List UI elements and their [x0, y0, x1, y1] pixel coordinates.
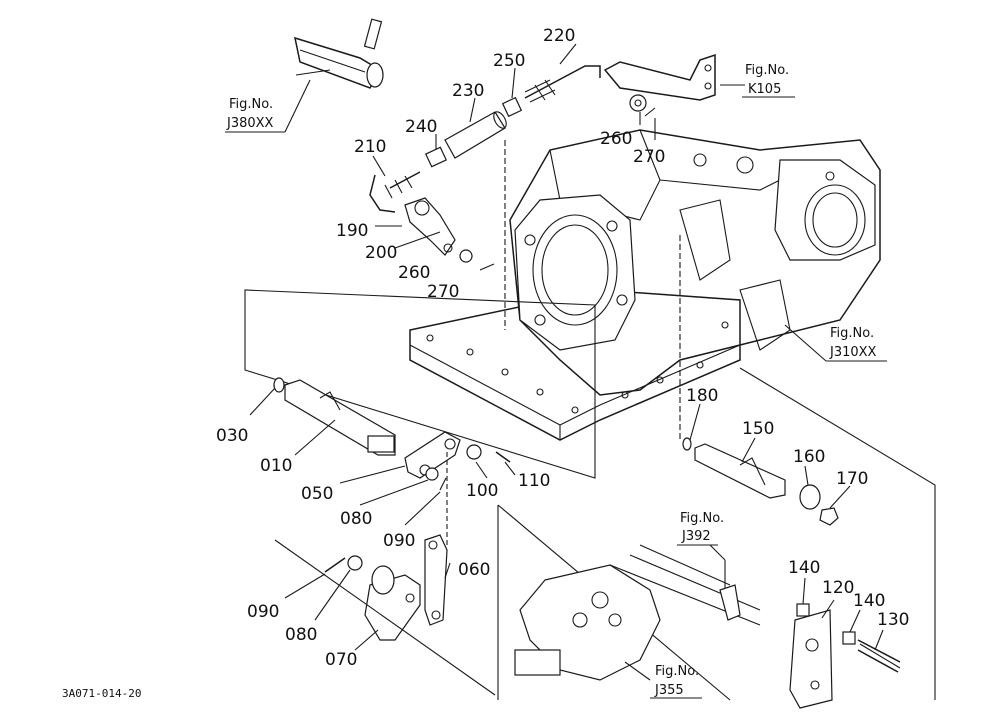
- part-label: 140: [788, 558, 820, 578]
- part-label: 070: [325, 650, 357, 670]
- fig-ref-code: K105: [748, 82, 781, 97]
- part-label: 150: [742, 419, 774, 439]
- fig-ref-code: J392: [681, 529, 711, 544]
- figure-references: Fig.No. J380XX Fig.No. K105 Fig.No. J310…: [225, 63, 887, 699]
- part-label: 080: [285, 625, 317, 645]
- part-labels: 220 250 230 240 210 260 270 190 200 260 …: [216, 26, 909, 670]
- upper-linkage: [294, 18, 745, 271]
- part-label: 200: [365, 243, 397, 263]
- part-label: 160: [793, 447, 825, 467]
- part-label: 090: [247, 602, 279, 622]
- part-label: 140: [853, 591, 885, 611]
- part-label: 080: [340, 509, 372, 529]
- right-lower-linkage: [497, 367, 936, 709]
- fig-ref-title: Fig.No.: [745, 63, 789, 78]
- fig-ref-code: J355: [654, 683, 684, 698]
- fig-ref-j392[interactable]: Fig.No. J392: [677, 511, 724, 546]
- part-label: 180: [686, 386, 718, 406]
- fig-ref-title: Fig.No.: [680, 511, 724, 526]
- part-label: 170: [836, 469, 868, 489]
- fig-ref-k105[interactable]: Fig.No. K105: [742, 63, 795, 98]
- part-label: 130: [877, 610, 909, 630]
- fig-ref-code: J310XX: [829, 345, 877, 360]
- part-label: 230: [452, 81, 484, 101]
- part-label: 270: [427, 282, 459, 302]
- part-label: 120: [822, 578, 854, 598]
- fig-ref-title: Fig.No.: [655, 664, 699, 679]
- part-label: 090: [383, 531, 415, 551]
- part-label: 030: [216, 426, 248, 446]
- left-linkage: [244, 289, 596, 696]
- part-label: 100: [466, 481, 498, 501]
- part-label: 240: [405, 117, 437, 137]
- part-label: 250: [493, 51, 525, 71]
- part-label: 050: [301, 484, 333, 504]
- part-label: 060: [458, 560, 490, 580]
- part-label: 260: [600, 129, 632, 149]
- part-label: 010: [260, 456, 292, 476]
- part-label: 190: [336, 221, 368, 241]
- part-label: 260: [398, 263, 430, 283]
- part-label: 220: [543, 26, 575, 46]
- fig-ref-code: J380XX: [226, 116, 274, 131]
- part-label: 270: [633, 147, 665, 167]
- fig-ref-j380[interactable]: Fig.No. J380XX: [225, 79, 311, 133]
- part-label: 110: [518, 471, 550, 491]
- transmission-housing: [409, 129, 881, 441]
- fig-ref-title: Fig.No.: [229, 97, 273, 112]
- fig-ref-title: Fig.No.: [830, 326, 874, 341]
- fig-ref-j355[interactable]: Fig.No. J355: [650, 664, 702, 699]
- diagram-code: 3A071-014-20: [62, 687, 141, 700]
- fig-ref-j310[interactable]: Fig.No. J310XX: [784, 324, 887, 362]
- part-label: 210: [354, 137, 386, 157]
